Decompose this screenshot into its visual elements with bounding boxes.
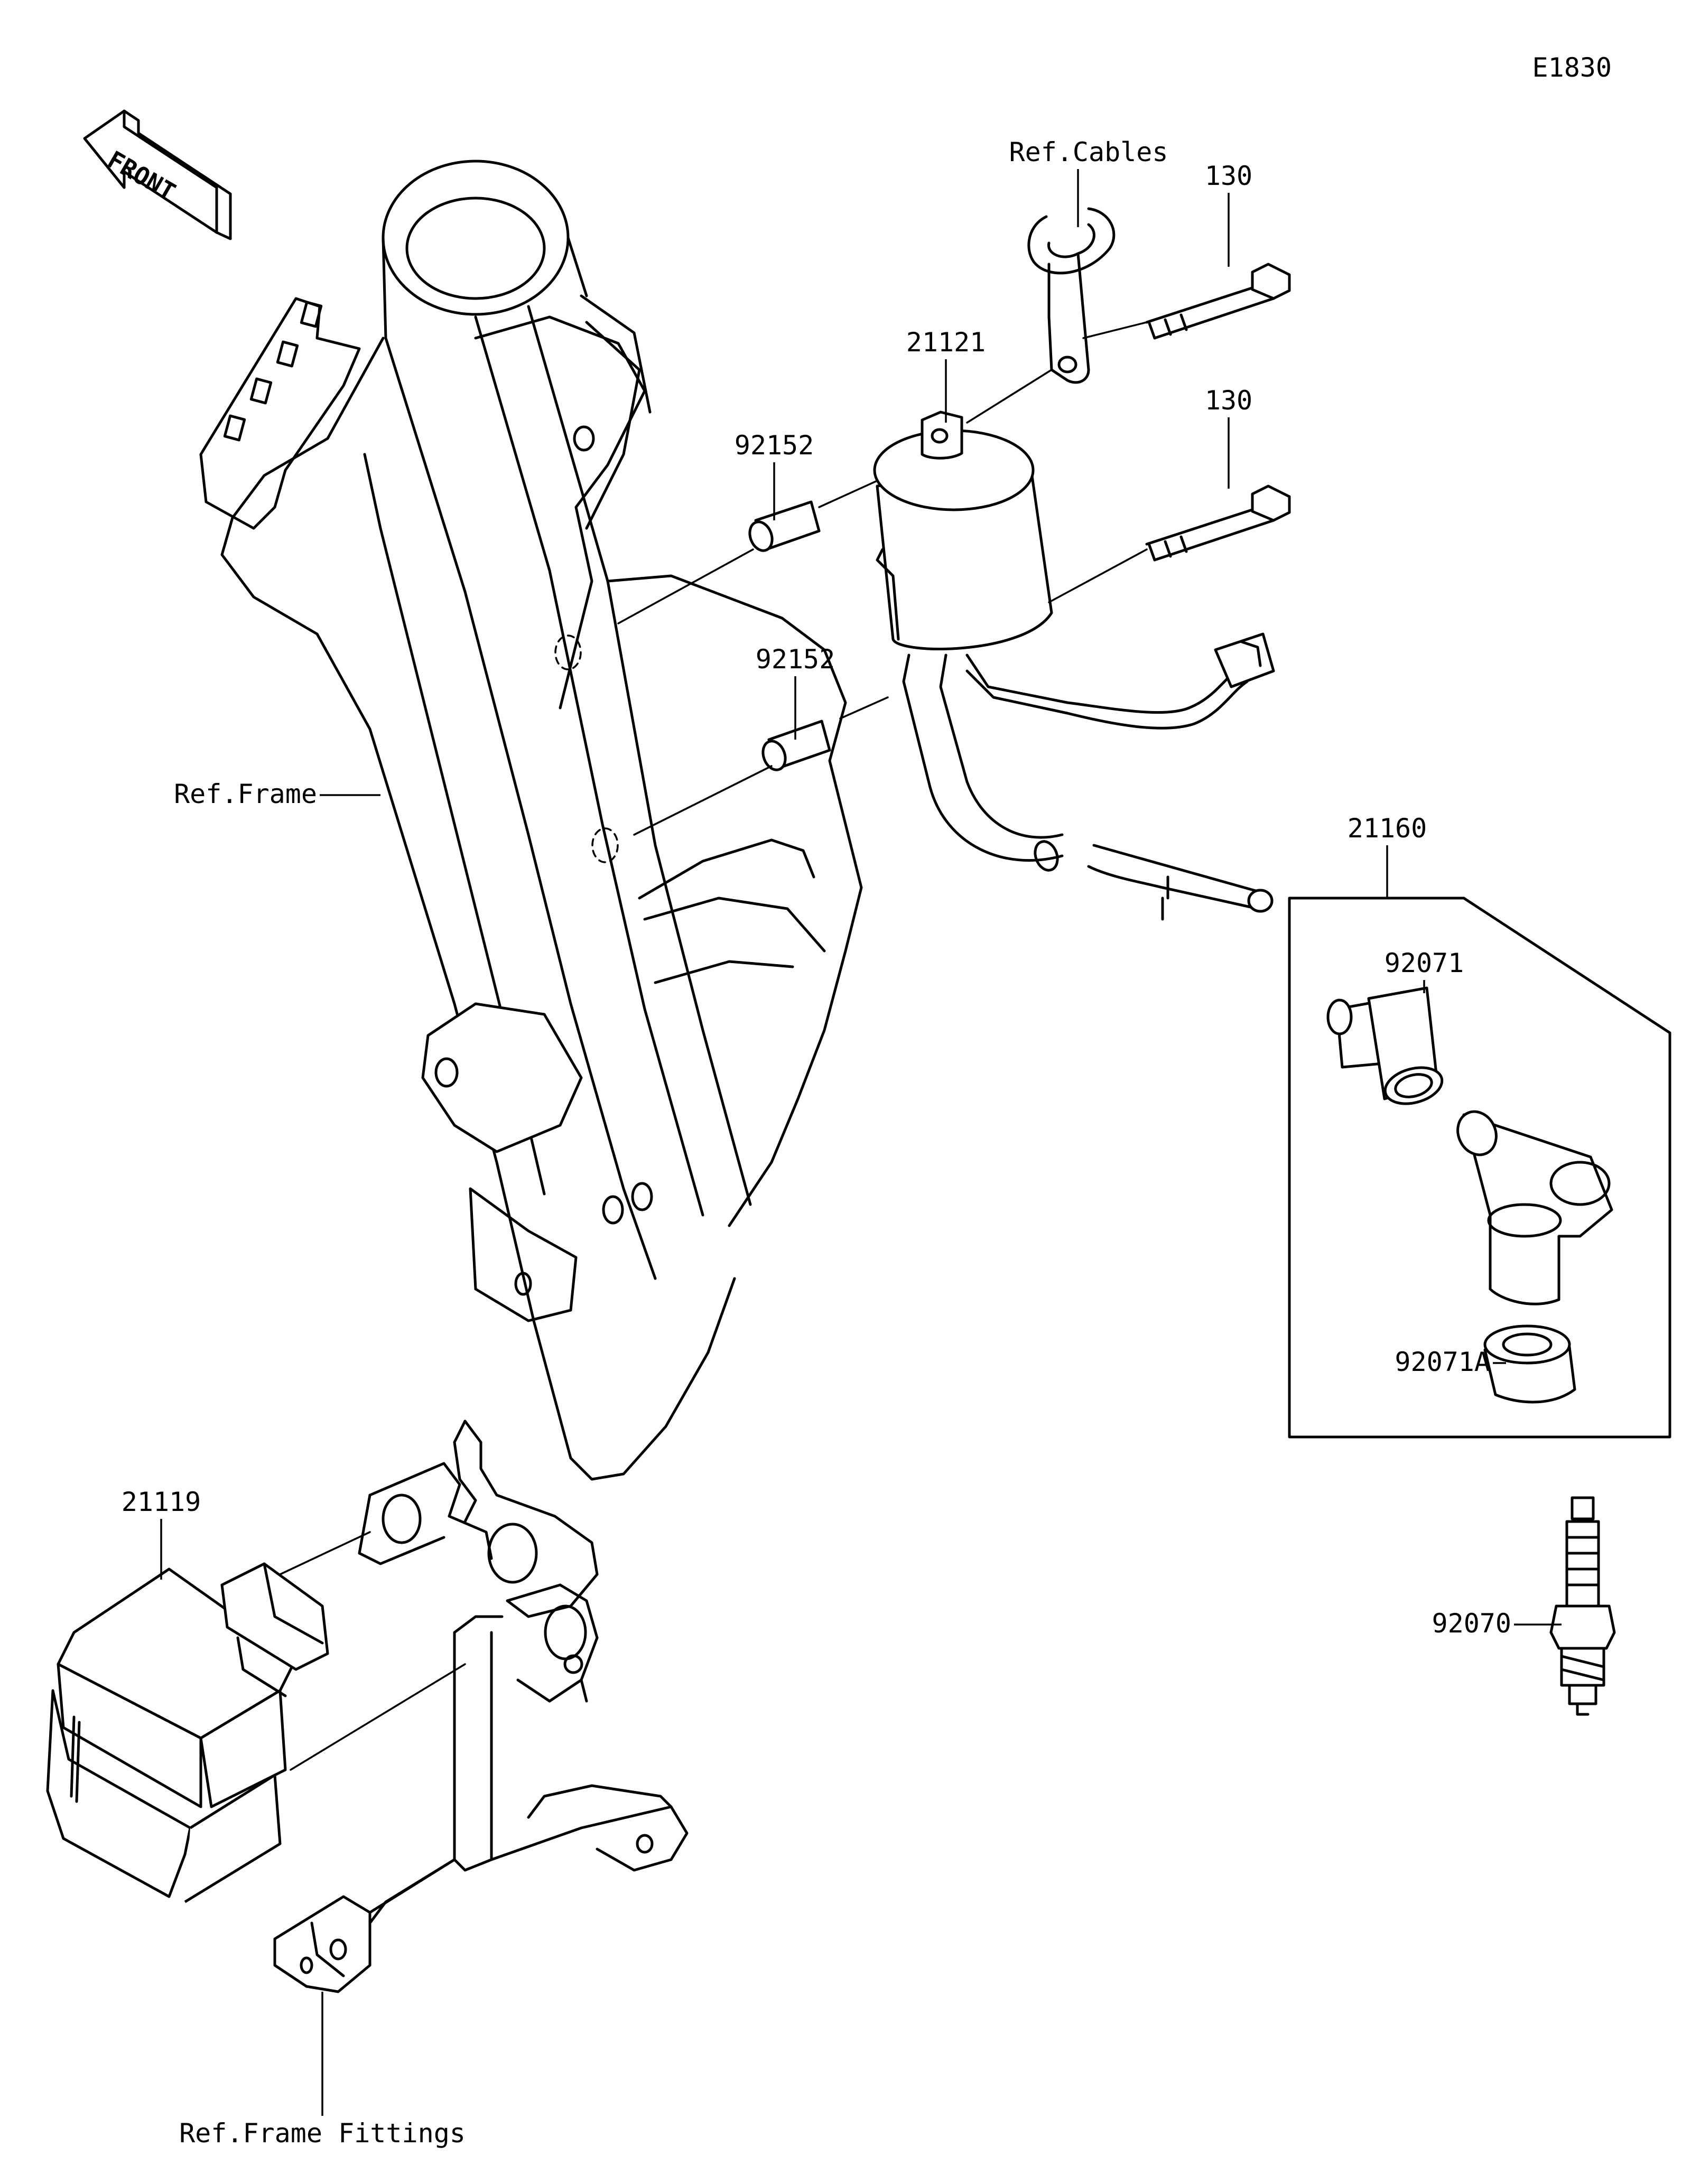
diagram-code: E1830 — [1532, 52, 1612, 83]
frame-illustration — [199, 160, 863, 1481]
label-bolt-upper: 130 — [1205, 161, 1252, 191]
label-ref-frame-fittings: Ref.Frame Fittings — [179, 2118, 466, 2149]
label-boot: 92071A — [1395, 1347, 1490, 1377]
label-spark-plug: 92070 — [1432, 1608, 1511, 1639]
label-insulator: 92071 — [1385, 948, 1464, 978]
cdi-unit-illustration — [46, 1562, 329, 1903]
label-collar-lower: 92152 — [756, 644, 835, 675]
assembly-lines — [279, 321, 1148, 1771]
label-cap-assy: 21160 — [1348, 813, 1427, 844]
front-arrow-icon: FRONT — [83, 109, 232, 240]
label-bolt-lower: 130 — [1205, 385, 1252, 416]
label-collar-upper: 92152 — [735, 430, 814, 461]
frame-fittings-illustration — [273, 1420, 689, 1993]
label-ref-cables: Ref.Cables — [1009, 137, 1168, 167]
cable-clamp-illustration — [1027, 207, 1116, 384]
label-cdi: 21119 — [122, 1487, 201, 1517]
spark-plug-illustration — [1549, 1496, 1616, 1716]
bolt-lower-illustration — [1145, 484, 1291, 562]
labels: Ref.Cables 130 21121 130 92152 92152 Ref… — [122, 137, 1562, 2149]
collar-lower-illustration — [761, 720, 831, 771]
boot-illustration — [1483, 1324, 1576, 1404]
collar-upper-illustration — [748, 500, 821, 552]
label-ref-frame: Ref.Frame — [174, 779, 317, 809]
ignition-coil-illustration — [873, 410, 1275, 921]
bolt-upper-illustration — [1145, 263, 1291, 340]
cap-assembly-box — [1288, 897, 1671, 1439]
insulator-illustration — [1326, 986, 1444, 1105]
plug-cap-illustration — [1456, 1110, 1613, 1305]
label-coil: 21121 — [906, 327, 986, 358]
